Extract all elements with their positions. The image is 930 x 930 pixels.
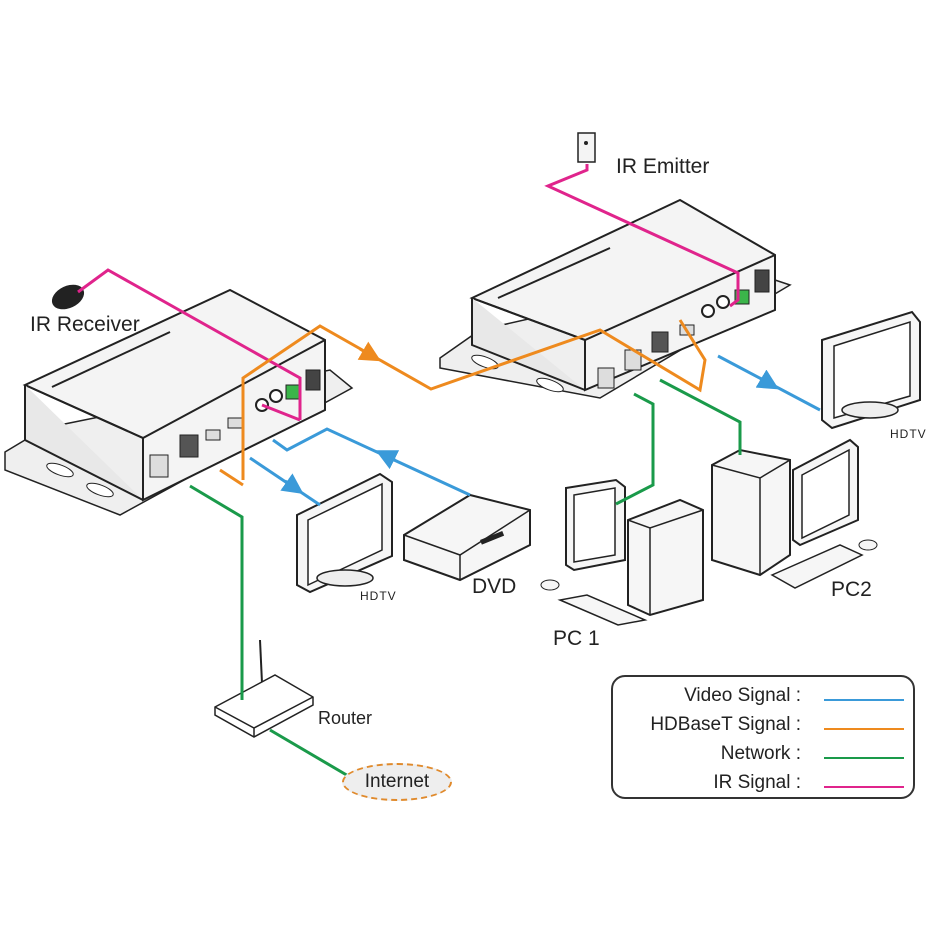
poc-port xyxy=(179,434,199,458)
pc2-icon xyxy=(711,438,878,589)
router-icon xyxy=(214,639,314,738)
rs232-terminal xyxy=(285,384,301,400)
legend-hdbaset-label: HDBaseT Signal : xyxy=(650,714,801,735)
legend-network-label: Network : xyxy=(720,743,801,764)
network-line-pc1 xyxy=(615,392,655,506)
poc-port xyxy=(651,331,669,353)
pc1-label: PC 1 xyxy=(553,627,600,650)
network-line-pc2 xyxy=(659,378,742,455)
internet-cloud: Internet xyxy=(342,763,452,801)
ir-receiver-label: IR Receiver xyxy=(30,313,140,336)
hdtv-right-icon xyxy=(821,310,921,430)
hdtv-left-icon xyxy=(296,472,393,594)
hdbaset-line xyxy=(241,319,707,480)
ir-in-jack xyxy=(701,304,715,318)
lan-port-1 xyxy=(597,367,615,389)
legend-ir-label: IR Signal : xyxy=(713,772,801,793)
hdbaset-arrow xyxy=(357,341,382,362)
hdmi-in-port xyxy=(205,429,221,441)
pc1-keyboard-icon xyxy=(557,594,648,626)
ir-receiver-icon xyxy=(51,284,85,310)
legend-video-label: Video Signal : xyxy=(684,685,801,706)
dvd-player-icon xyxy=(403,493,531,582)
legend-box: Video Signal : HDBaseT Signal : Network … xyxy=(611,675,915,799)
ir-signal-line-emitter xyxy=(544,164,740,308)
network-line-tx-router xyxy=(189,484,244,700)
ir-emitter-label: IR Emitter xyxy=(616,155,710,178)
legend-hdbaset-line xyxy=(824,728,904,730)
legend-video-line xyxy=(824,699,904,701)
network-line-router-internet xyxy=(269,728,351,779)
legend-ir-line xyxy=(824,786,904,788)
hdtv-left-label: HDTV xyxy=(360,589,397,603)
router-label: Router xyxy=(318,708,373,728)
ir-emitter-icon xyxy=(577,132,596,163)
pc2-keyboard-icon xyxy=(770,544,864,589)
ir-out-jack xyxy=(716,295,730,309)
eth-port xyxy=(149,454,169,478)
dvd-label: DVD xyxy=(472,575,517,598)
dc24v-jack xyxy=(754,269,770,293)
pc2-label: PC2 xyxy=(831,578,872,601)
hdmi-out-port xyxy=(227,417,243,429)
ir-signal-line-receiver xyxy=(77,268,302,420)
pc1-icon xyxy=(540,478,704,626)
hdtv-right-label: HDTV xyxy=(890,427,927,441)
legend-network-line xyxy=(824,757,904,759)
dc24v-jack xyxy=(305,369,321,391)
ir-out-jack xyxy=(269,389,283,403)
